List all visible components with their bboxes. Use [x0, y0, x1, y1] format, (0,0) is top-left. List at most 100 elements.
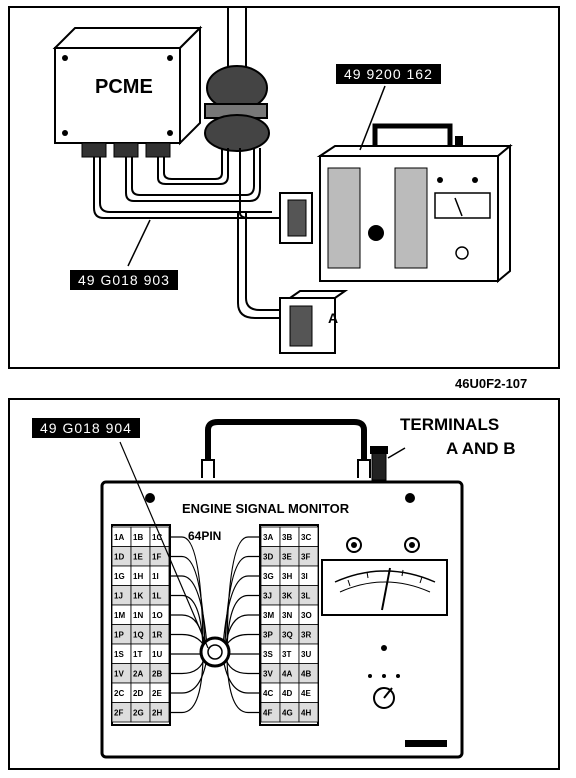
- left-pin-label: 1M: [114, 611, 125, 620]
- top-diagram: PCME A: [52, 8, 513, 354]
- right-pin-label: 3J: [263, 592, 272, 601]
- left-pin-label: 2B: [152, 670, 162, 679]
- harness-wires: [93, 148, 280, 319]
- left-pin-label: 2H: [152, 709, 162, 718]
- left-pin-label: 1K: [133, 592, 143, 601]
- bottom-diagram: ENGINE SIGNAL MONITOR 1A 1B 1C 1D 1E 1F 1G 1H 1I…: [100, 415, 516, 759]
- right-pin-label: 4E: [301, 689, 311, 698]
- right-pin-label: 3I: [301, 572, 308, 581]
- pcme-label: PCME: [95, 76, 153, 98]
- leader-harness-904: [119, 441, 209, 649]
- pin-wire: [222, 575, 260, 647]
- leader-monitor: [359, 85, 386, 151]
- right-pin-label: 4D: [282, 689, 292, 698]
- right-pin-label: 4H: [301, 709, 311, 718]
- left-pin-label: 1F: [152, 553, 161, 562]
- brand-logo: [405, 740, 447, 747]
- right-pin-label: 3F: [301, 553, 310, 562]
- leader-harness: [127, 219, 151, 267]
- left-pin-label: 2G: [133, 709, 144, 718]
- right-pin-label: 3E: [282, 553, 292, 562]
- right-pin-label: 3K: [282, 592, 292, 601]
- monitor-title: ENGINE SIGNAL MONITOR: [182, 501, 350, 516]
- pin-wire: [170, 555, 206, 645]
- right-pin-label: 3T: [282, 650, 291, 659]
- pcme-module: [52, 25, 203, 158]
- left-pin-label: 1E: [133, 553, 143, 562]
- right-pin-label: 3M: [263, 611, 274, 620]
- right-pin-label: 3L: [301, 592, 310, 601]
- left-pin-label: 2A: [133, 670, 143, 679]
- pin-wire: [170, 575, 208, 647]
- right-pin-label: 3D: [263, 553, 273, 562]
- right-pin-label: 3B: [282, 533, 292, 542]
- center-connector: [199, 636, 231, 668]
- connector-a-label: A: [328, 310, 338, 326]
- left-pin-label: 1L: [152, 592, 161, 601]
- left-pin-label: 1P: [114, 631, 124, 640]
- right-pin-label: 4A: [282, 670, 292, 679]
- right-pin-label: 4B: [301, 670, 311, 679]
- pin-wires: [170, 536, 260, 714]
- pin-wire: [170, 657, 208, 694]
- monitor-handle: [205, 419, 367, 478]
- top-panel: PCME A 49 9200 162 49 G018 903: [8, 6, 560, 369]
- right-pin-label: 3N: [282, 611, 292, 620]
- main-harness: [204, 8, 270, 152]
- selector-switch: [368, 674, 400, 709]
- left-pin-label: 2F: [114, 709, 123, 718]
- left-pin-cell: [149, 702, 170, 723]
- callout-monitor-part: 49 9200 162: [336, 64, 441, 84]
- terminals-label-line2: A AND B: [446, 439, 516, 458]
- left-pin-label: 2E: [152, 689, 162, 698]
- left-pin-label: 1G: [114, 572, 125, 581]
- left-grid-cells: 1A 1B 1C 1D 1E 1F 1G 1H 1I 1J 1K 1L 1M 1N 1O 1P 1Q 1R 1S 1T…: [111, 526, 170, 723]
- right-pin-label: 3Q: [282, 631, 293, 640]
- right-pin-label: 4G: [282, 709, 293, 718]
- left-pin-label: 2D: [133, 689, 143, 698]
- right-pin-label: 3C: [301, 533, 311, 542]
- left-pin-label: 1U: [152, 650, 162, 659]
- right-pin-cell: [298, 702, 319, 723]
- left-pin-label: 1N: [133, 611, 143, 620]
- pin-wire: [224, 555, 260, 645]
- right-pin-label: 3P: [263, 631, 273, 640]
- left-pin-label: 1V: [114, 670, 124, 679]
- left-pin-label: 1R: [152, 631, 162, 640]
- left-pin-label: 1T: [133, 650, 142, 659]
- left-pin-label: 1B: [133, 533, 143, 542]
- callout-harness-part: 49 G018 903: [70, 270, 178, 290]
- pin-wire: [170, 659, 204, 714]
- left-pin-label: 1S: [114, 650, 124, 659]
- left-pin-label: 1Q: [133, 631, 144, 640]
- connector-a: [279, 290, 349, 354]
- right-pin-label: 3G: [263, 572, 274, 581]
- right-pin-label: 3V: [263, 670, 273, 679]
- callout-harness-904: 49 G018 904: [32, 418, 140, 438]
- right-pin-label: 4C: [263, 689, 273, 698]
- left-pin-label: 1I: [152, 572, 159, 581]
- right-pin-label: 3H: [282, 572, 292, 581]
- left-pin-label: 1J: [114, 592, 123, 601]
- left-pin-label: 1D: [114, 553, 124, 562]
- right-pin-label: 4F: [263, 709, 272, 718]
- left-pin-label: 1H: [133, 572, 143, 581]
- pin-wire: [170, 536, 204, 643]
- pin-wire: [226, 536, 260, 643]
- pin-wire: [222, 657, 260, 694]
- bottom-panel: ENGINE SIGNAL MONITOR 1A 1B 1C 1D 1E 1F 1G 1H 1I…: [8, 398, 560, 770]
- pin-wire: [226, 659, 260, 714]
- left-pin-label: 1C: [152, 533, 162, 542]
- left-pin-label: 2C: [114, 689, 124, 698]
- right-pin-label: 3S: [263, 650, 273, 659]
- terminals-label-line1: TERMINALS: [400, 415, 499, 434]
- right-pin-label: 3R: [301, 631, 311, 640]
- left-pin-label: 1O: [152, 611, 163, 620]
- pin-count-label: 64PIN: [188, 529, 221, 543]
- right-pin-label: 3O: [301, 611, 312, 620]
- left-pin-label: 1A: [114, 533, 124, 542]
- right-pin-label: 3A: [263, 533, 273, 542]
- figure-id: 46U0F2-107: [455, 376, 528, 391]
- signal-monitor-small: [316, 123, 513, 284]
- analog-meter: [321, 559, 448, 616]
